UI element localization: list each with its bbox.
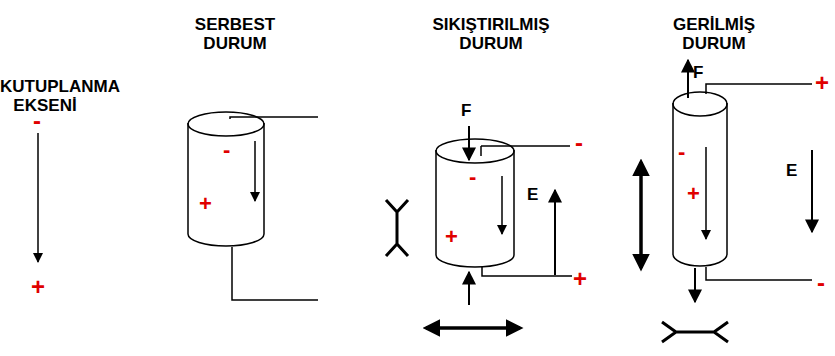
- state-heading: SERBEST DURUM: [190, 16, 280, 53]
- polarity-sign: +: [199, 193, 212, 215]
- polarity-sign: -: [469, 166, 476, 188]
- piezo-cylinder: -+: [435, 138, 515, 268]
- polarity-sign: -: [575, 130, 583, 156]
- force-label: F: [693, 64, 703, 83]
- polarity-sign: -: [33, 108, 41, 134]
- piezo-cylinder: -+: [187, 111, 265, 247]
- polarity-sign: +: [31, 274, 45, 300]
- field-label: E: [527, 186, 538, 205]
- polarity-sign: -: [223, 139, 230, 161]
- polarity-sign: -: [678, 141, 685, 163]
- field-label: E: [786, 162, 797, 181]
- polarity-sign: +: [687, 183, 700, 205]
- polarity-sign: +: [573, 266, 587, 292]
- cylinder-outline: [435, 138, 515, 268]
- state-heading: SIKIŞTIRILMIŞ DURUM: [426, 16, 556, 53]
- cylinder-outline: [672, 91, 728, 267]
- polarity-sign: -: [817, 270, 825, 296]
- polarity-sign: +: [445, 226, 458, 248]
- cylinder-outline: [187, 111, 265, 247]
- state-heading: KUTUPLANMA EKSENİ: [0, 78, 90, 115]
- state-heading: GERİLMİŞ DURUM: [664, 16, 764, 53]
- force-label: F: [461, 102, 471, 121]
- polarity-sign: +: [815, 70, 829, 96]
- piezo-cylinder: -+: [672, 91, 728, 267]
